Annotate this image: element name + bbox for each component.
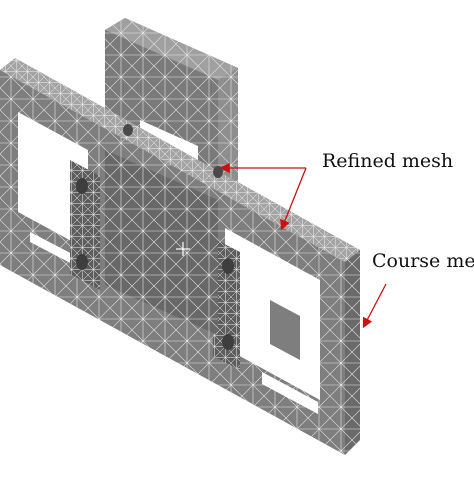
refined-mesh-label: Refined mesh (322, 150, 454, 172)
hole (213, 166, 223, 178)
arrow-course (362, 283, 387, 329)
course-mesh-label: Course me (372, 250, 474, 272)
crosshair-icon (176, 242, 190, 256)
hole (222, 258, 234, 274)
frame-body (0, 58, 360, 455)
hole (76, 254, 88, 270)
hole (222, 334, 234, 350)
arrow-refined-2 (280, 167, 307, 231)
hole (76, 178, 88, 194)
hole (123, 124, 133, 136)
annotation-arrows (219, 162, 387, 329)
